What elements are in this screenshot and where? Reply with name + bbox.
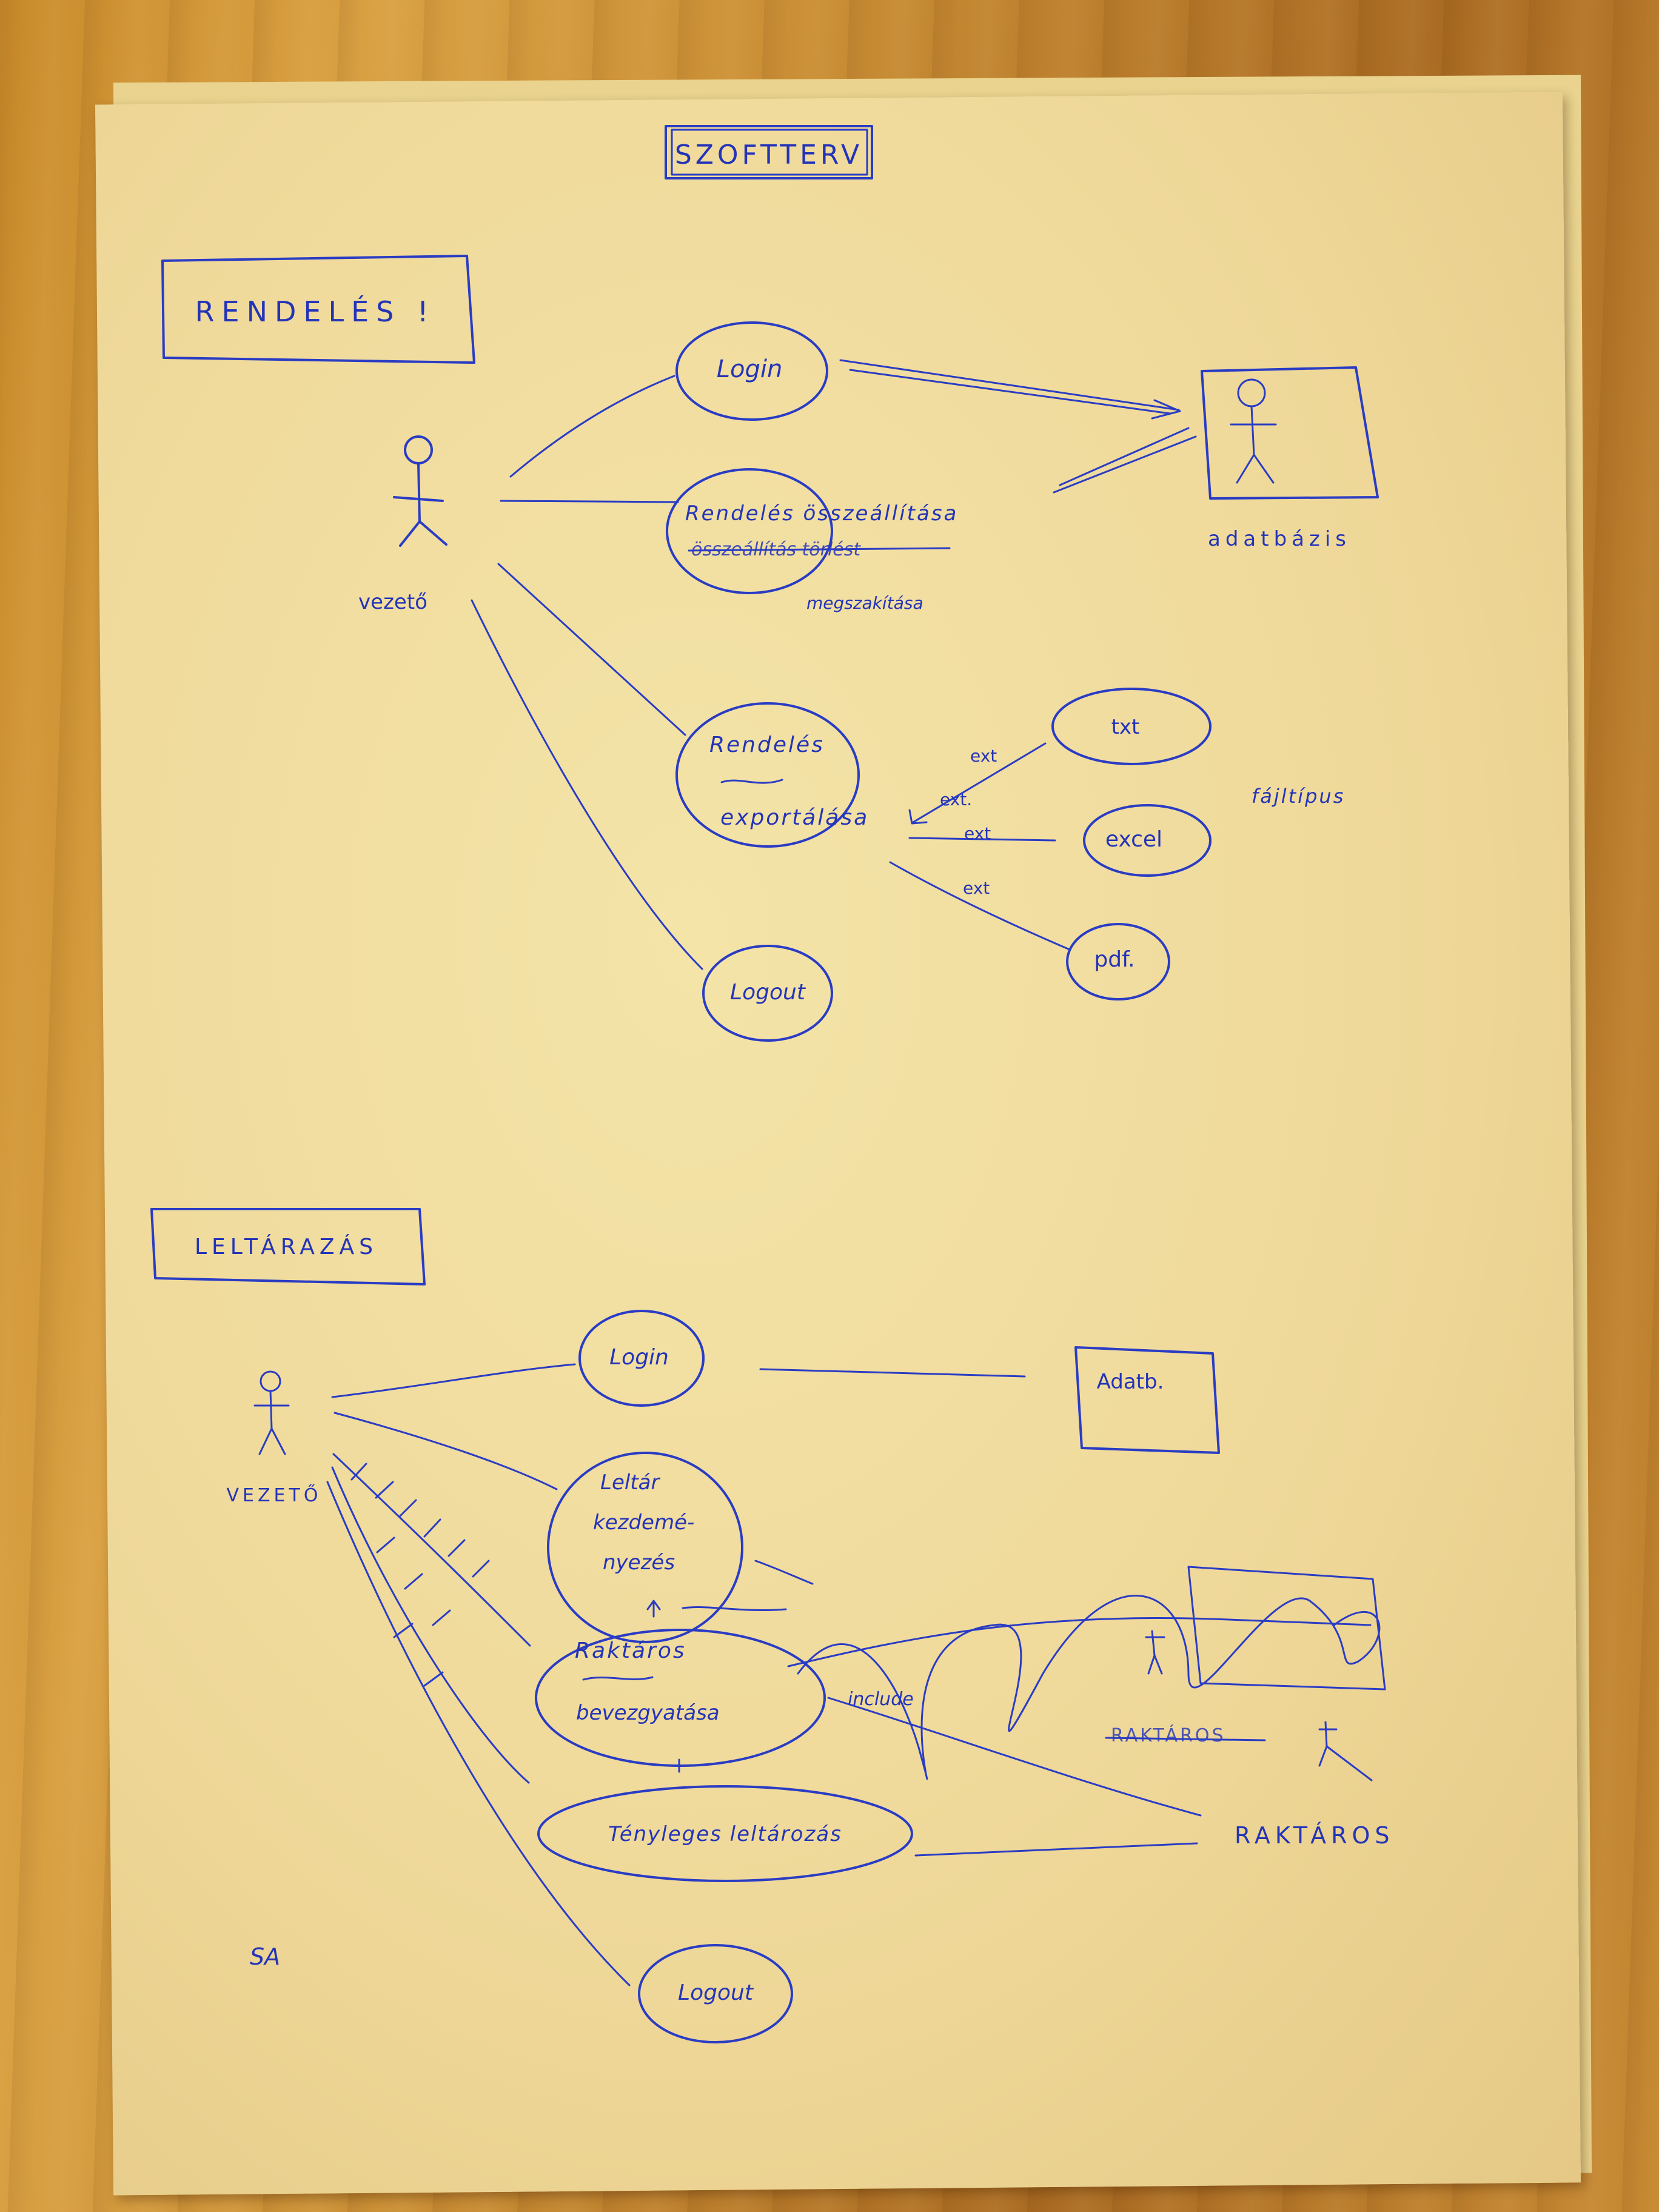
usecase2-raktaros-label-1: Raktáros — [575, 1638, 686, 1663]
strikethrough — [688, 547, 951, 552]
scribble-mess — [797, 1595, 1381, 1780]
format-excel-label: excel — [1105, 827, 1162, 852]
include-arrow-up — [646, 1600, 661, 1618]
usecase2-leltar-label-1: Leltár — [600, 1470, 660, 1495]
usecase2-login-label: Login — [609, 1345, 669, 1370]
usecase-export-label-2: exportálása — [720, 805, 869, 830]
ext-line-pdf — [889, 861, 1071, 951]
actor-vezeto-icon — [393, 435, 447, 547]
assoc-line-export — [497, 563, 686, 736]
arrow-head — [1151, 399, 1181, 420]
database-adatb-label: Adatb. — [1097, 1370, 1164, 1394]
actor-vezeto-label: vezető — [358, 590, 427, 614]
usecase-login — [675, 321, 828, 421]
crossed-out-box — [1187, 1566, 1386, 1691]
format-txt — [1051, 688, 1212, 765]
assoc2-logout — [326, 1481, 631, 1986]
arrow-head — [908, 809, 928, 825]
crossed-actor-icon — [1145, 1630, 1165, 1675]
format-excel — [1083, 804, 1212, 877]
usecase2-tenyleges-label: Tényleges leltározás — [608, 1822, 842, 1846]
ext-label-1: ext — [970, 746, 997, 766]
scribble — [720, 779, 783, 784]
database-adatbazis-box — [1201, 366, 1379, 500]
ext-line-excel — [908, 837, 1056, 842]
hatch-marks — [350, 1463, 490, 1687]
assoc2-tenyleges-actor — [914, 1842, 1198, 1857]
usecase2-raktaros-label-2: bevezgyatása — [576, 1701, 720, 1725]
usecase2-leltar-label-2: kezdemé- — [593, 1510, 694, 1535]
page-title: SZOFTTERV — [675, 139, 863, 170]
assoc2-leltar — [333, 1412, 558, 1490]
signature-initials: SA — [250, 1943, 280, 1970]
assoc2-raktaros-actor — [827, 1697, 1202, 1817]
actor-vezeto-2-label: VEZETŐ — [227, 1484, 322, 1506]
rendeles-title-box: RENDELÉS ! — [161, 255, 475, 364]
ext-label-3: ext — [964, 823, 991, 843]
database-adatb-box — [1074, 1346, 1220, 1454]
login2-to-db-line — [759, 1368, 1026, 1378]
ext-line-txt — [912, 742, 1047, 823]
ext-label-2: ext. — [940, 789, 972, 809]
actor2-icon — [1318, 1721, 1373, 1781]
format-pdf — [1066, 923, 1170, 1000]
page-title-box: SZOFTTERV — [665, 125, 873, 179]
assoc-line-osszeallitas — [500, 500, 679, 503]
scribble-arrow — [754, 1560, 814, 1585]
usecase2-leltar-kezdemenyezes — [547, 1452, 743, 1643]
note-fajltipus: fájltípus — [1252, 785, 1345, 808]
actor-vezeto-2-icon — [253, 1370, 290, 1455]
usecase-rendeles-export — [675, 702, 860, 848]
usecase2-logout — [638, 1944, 793, 2043]
usecase2-raktaros-beregisztralasa — [535, 1629, 826, 1767]
usecase-osszeallitas-label-1: Rendelés összeállítása — [685, 501, 958, 526]
assoc2-raktaros — [332, 1453, 531, 1647]
assoc-line-login — [509, 375, 675, 478]
format-txt-label: txt — [1111, 715, 1140, 739]
database-adatbazis-label: adatbázis — [1208, 527, 1351, 551]
usecase-logout — [702, 945, 833, 1042]
usecase-osszeallitas-label-3: megszakítása — [806, 593, 923, 613]
assoc-line-logout — [471, 599, 703, 970]
format-pdf-label: pdf. — [1094, 947, 1134, 972]
usecase-logout-label: Logout — [730, 980, 806, 1005]
strikethrough — [1105, 1737, 1266, 1741]
leltarazas-title-box: LELTÁRAZÁS — [150, 1208, 426, 1285]
usecase2-login — [578, 1310, 705, 1407]
usecase-export-label-1: Rendelés — [709, 732, 825, 757]
usecase2-logout-label: Logout — [678, 1980, 754, 2005]
ext-label-4: ext — [963, 878, 990, 898]
usecase-login-label: Login — [717, 355, 783, 383]
usecase-rendeles-osszeallitas — [666, 468, 833, 594]
scribbled-actor-label: RAKTÁROS — [1111, 1724, 1226, 1746]
assoc2-tenyleges — [331, 1466, 530, 1784]
assoc2-login — [331, 1363, 576, 1398]
scribble — [582, 1676, 654, 1681]
rendeles-title: RENDELÉS ! — [195, 295, 436, 328]
scribble — [682, 1606, 787, 1611]
usecase2-tenyleges-leltarozas — [537, 1785, 913, 1882]
leltarazas-title: LELTÁRAZÁS — [195, 1234, 378, 1259]
actor-raktaros-label: RAKTÁROS — [1235, 1822, 1395, 1849]
osszeallitas-to-db-line — [1053, 435, 1197, 494]
login-to-db-arrow — [839, 359, 1180, 411]
usecase2-leltar-label-3: nyezés — [603, 1550, 675, 1575]
